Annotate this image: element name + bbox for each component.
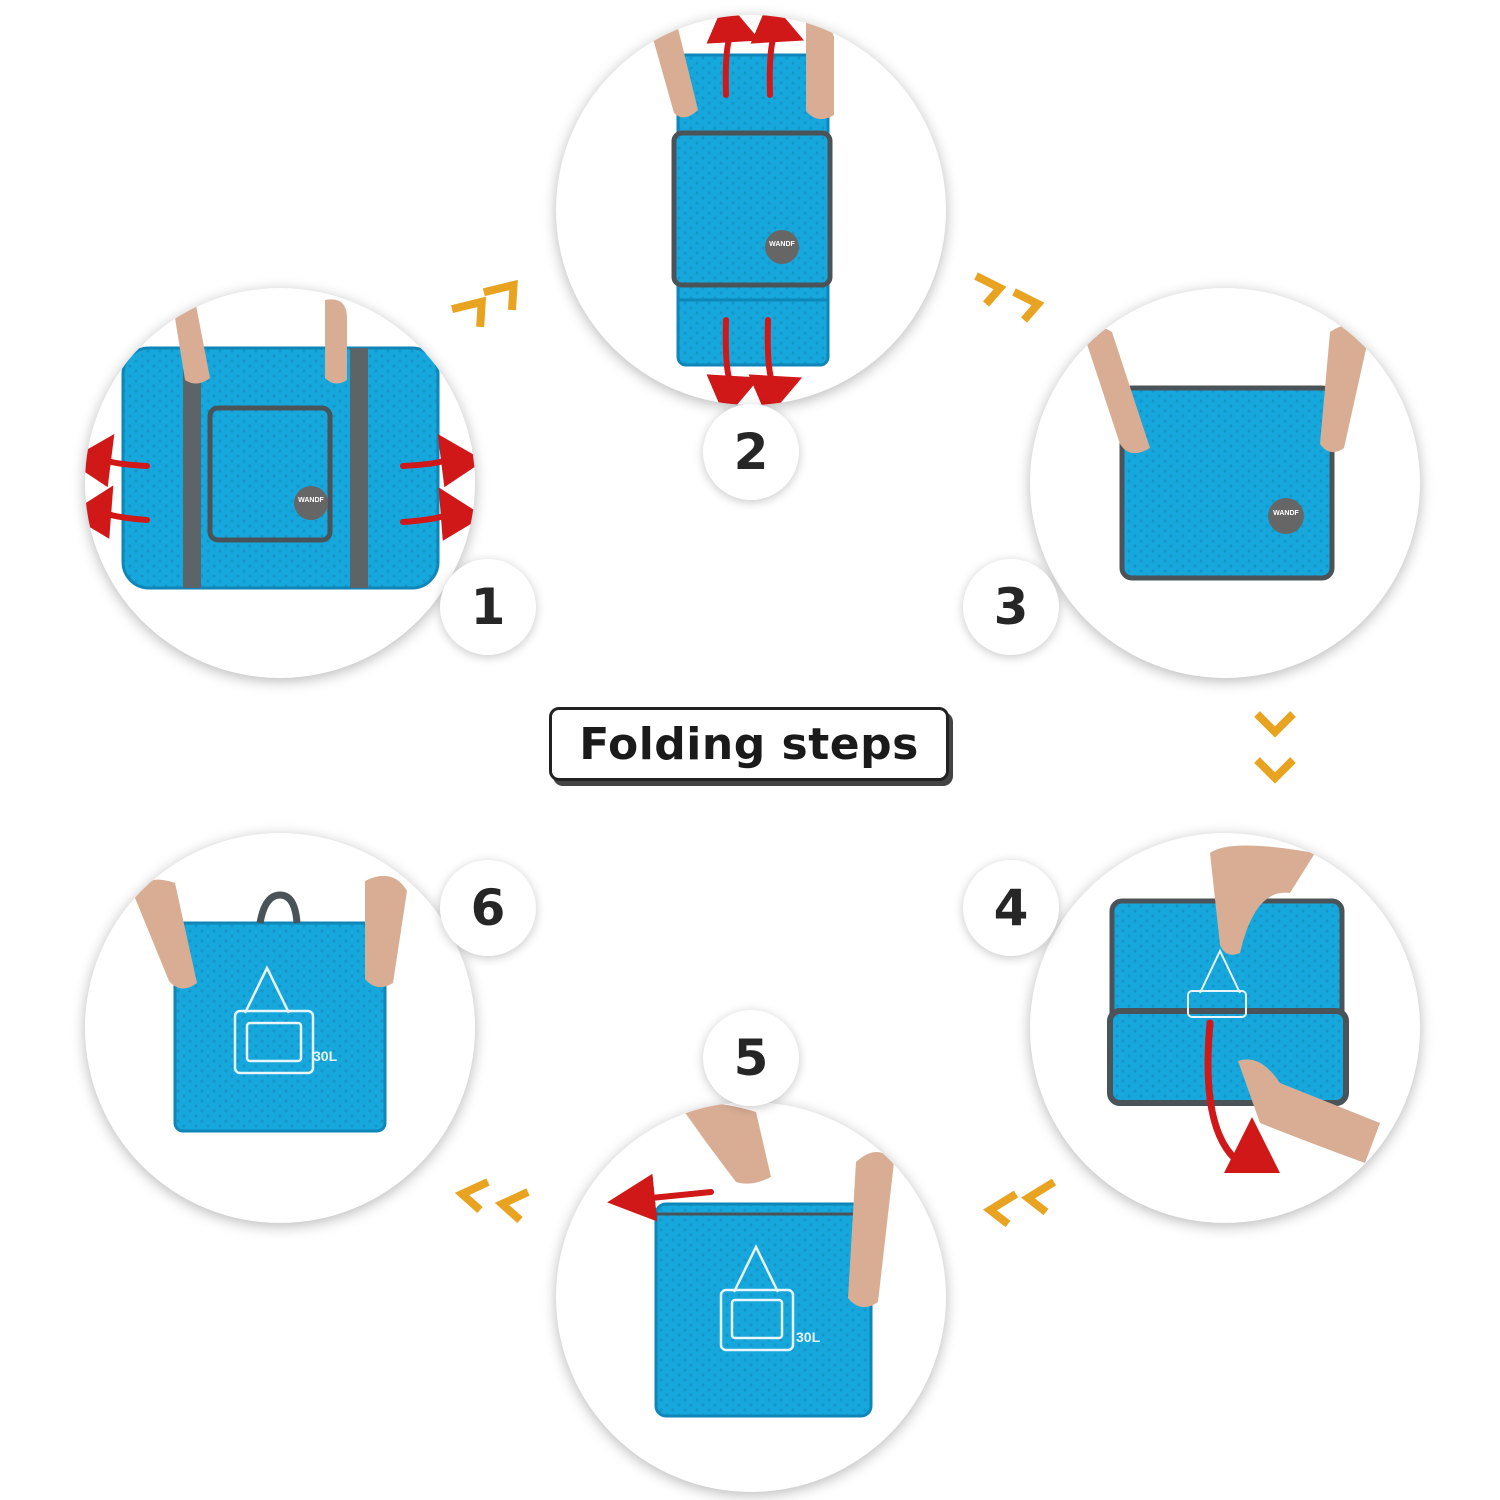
step-5-bag — [654, 1202, 873, 1418]
step-4-hands — [1210, 845, 1380, 1163]
red-curl-arrow-icon — [706, 15, 805, 405]
orange-chevron-icon — [448, 268, 538, 328]
orange-chevron-icon — [448, 1172, 538, 1232]
orange-chevron-icon — [1245, 708, 1305, 798]
bag-outline-icon — [719, 1244, 795, 1352]
red-curl-arrow-icon — [607, 1173, 714, 1222]
step-3-number: 3 — [963, 559, 1059, 655]
step-6-bag — [173, 891, 387, 1133]
bag-outline-icon — [233, 965, 315, 1075]
orange-chevron-icon — [970, 1172, 1060, 1232]
step-1-hands — [174, 299, 347, 384]
step-2-number: 2 — [703, 404, 799, 500]
step-2-brand: WANDF — [769, 241, 795, 248]
step-3-bag — [1119, 385, 1335, 581]
step-1-bag — [121, 346, 440, 590]
brand-logo-icon — [765, 230, 799, 264]
step-6-capacity: 30L — [313, 1048, 338, 1064]
step-1-circle: WANDF — [85, 288, 475, 678]
step-6-number: 6 — [440, 860, 536, 956]
step-1-number: 1 — [440, 559, 536, 655]
step-2-hands — [652, 19, 834, 120]
bag-outline-icon — [1187, 948, 1247, 1018]
brand-logo-icon — [1268, 498, 1304, 534]
step-6-hands — [133, 875, 407, 989]
step-3-hands — [1085, 325, 1368, 454]
brand-logo-icon — [294, 486, 328, 520]
red-curl-arrow-icon — [85, 434, 475, 541]
step-6-circle: 30L — [85, 833, 475, 1223]
step-5-circle: 30L — [556, 1102, 946, 1492]
step-3-brand: WANDF — [1273, 510, 1299, 517]
step-4-number: 4 — [963, 860, 1059, 956]
page-title: Folding steps — [549, 707, 949, 781]
step-4-circle — [1030, 833, 1420, 1223]
red-curl-arrow-icon — [1204, 1019, 1280, 1174]
step-5-capacity: 30L — [796, 1329, 821, 1345]
step-1-brand: WANDF — [298, 497, 324, 504]
step-5-hands — [681, 1103, 894, 1308]
step-3-circle: WANDF — [1030, 288, 1420, 678]
orange-chevron-icon — [970, 268, 1060, 328]
step-5-number: 5 — [703, 1010, 799, 1106]
step-2-circle: WANDF — [556, 15, 946, 405]
